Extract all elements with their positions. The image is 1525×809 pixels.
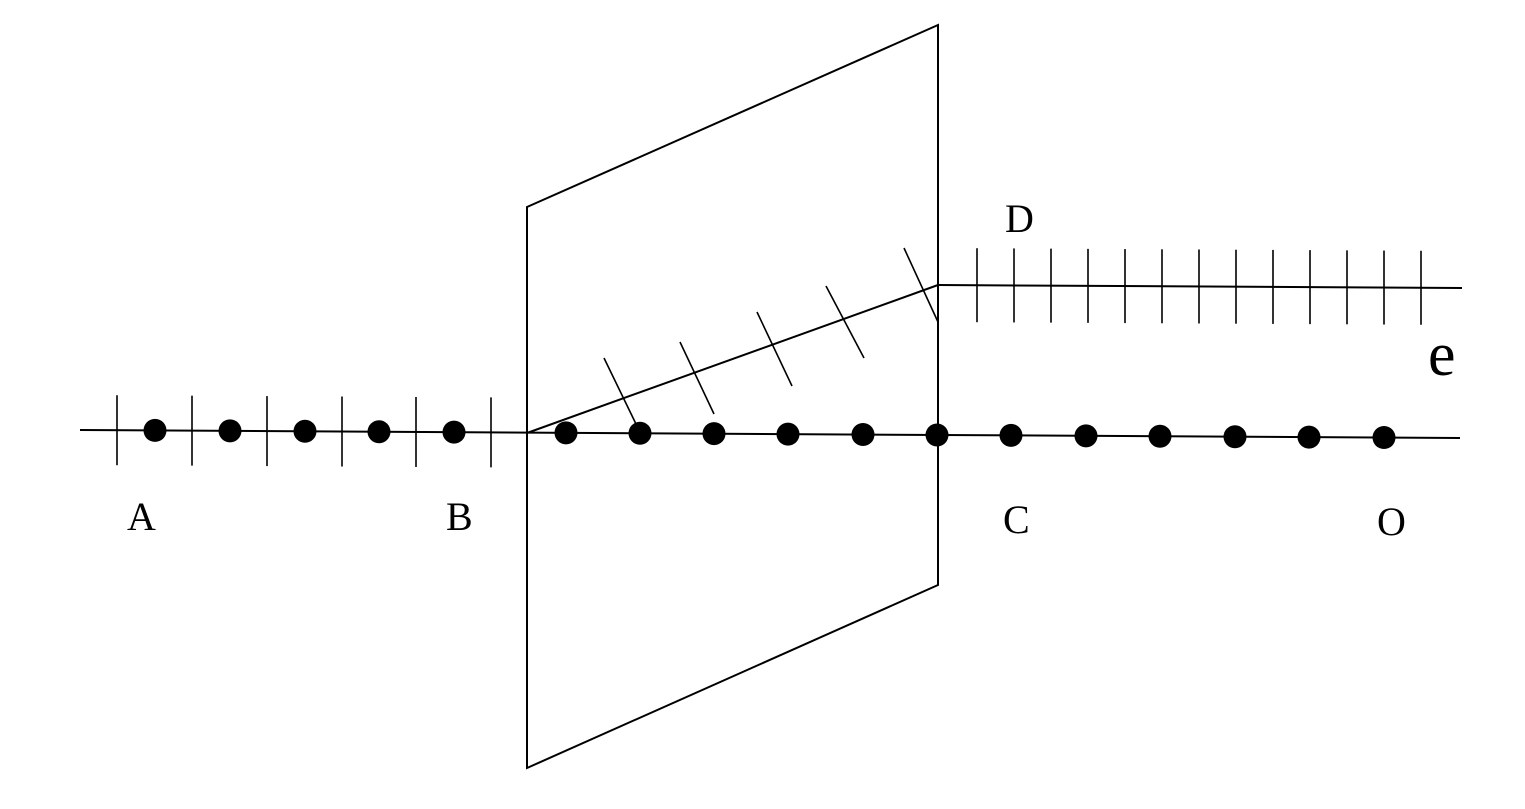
axis-dot bbox=[628, 421, 652, 445]
axis-dot bbox=[143, 418, 167, 442]
axis-dot bbox=[925, 423, 949, 447]
label-c: C bbox=[1003, 497, 1030, 542]
axis-dot bbox=[1297, 425, 1321, 449]
axis-dot bbox=[1074, 424, 1098, 448]
inclined-line bbox=[526, 284, 939, 434]
main-axis-line bbox=[79, 429, 1461, 439]
axis-dot bbox=[702, 422, 726, 446]
label-a: A bbox=[127, 494, 156, 539]
axis-dot bbox=[776, 422, 800, 446]
axis-dot bbox=[554, 421, 578, 445]
axis-dot bbox=[293, 419, 317, 443]
plane bbox=[526, 23, 939, 770]
axis-dot bbox=[1223, 425, 1247, 449]
axis-dot bbox=[1372, 426, 1396, 450]
axis-dot bbox=[851, 423, 875, 447]
label-o: O bbox=[1377, 499, 1406, 544]
label-d: D bbox=[1005, 196, 1034, 241]
upper-line bbox=[937, 284, 1463, 289]
incline-tick bbox=[679, 341, 715, 415]
axis-dot bbox=[218, 419, 242, 443]
incline-ticks bbox=[603, 247, 939, 425]
incline-tick bbox=[756, 311, 793, 387]
incline-tick bbox=[603, 357, 637, 425]
upper-ticks bbox=[976, 248, 1422, 325]
axis-dot bbox=[999, 423, 1023, 447]
axis-dot bbox=[1148, 424, 1172, 448]
axis-dot bbox=[442, 420, 466, 444]
label-b: B bbox=[446, 494, 473, 539]
axis-dots bbox=[143, 418, 1396, 450]
incline-tick bbox=[825, 285, 865, 359]
incline-tick bbox=[903, 247, 939, 323]
left-ticks bbox=[116, 395, 492, 468]
axis-dot bbox=[367, 420, 391, 444]
label-e: e bbox=[1428, 321, 1456, 389]
